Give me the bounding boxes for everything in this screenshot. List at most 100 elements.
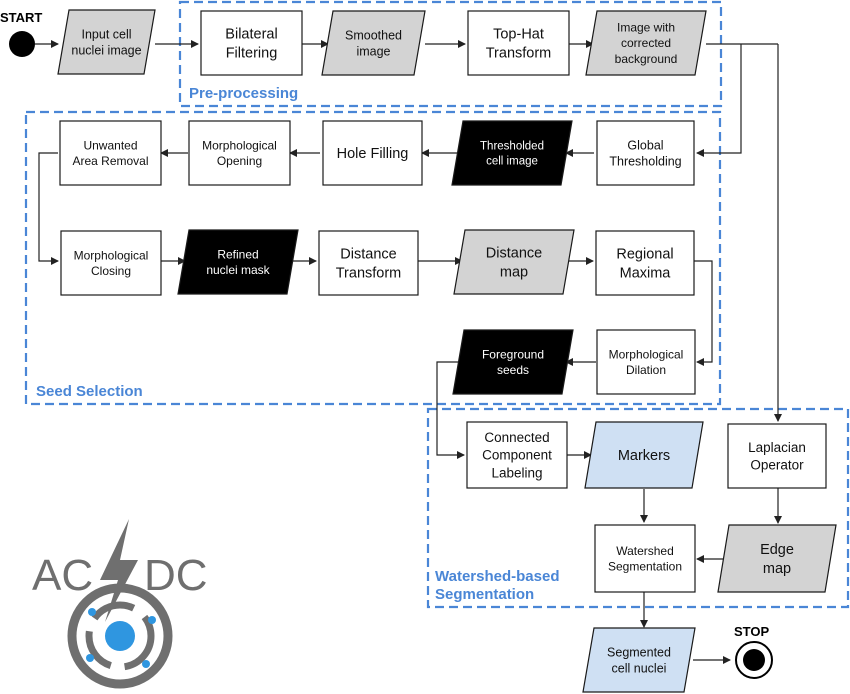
node-holefill-shape <box>322 120 423 186</box>
node-regional-shape <box>595 230 695 296</box>
node-regional-label-2: Maxima <box>620 266 672 282</box>
logo-dot-3 <box>86 654 94 662</box>
edge-to-global <box>696 44 742 157</box>
node-closing-label-2: Closing <box>91 264 131 278</box>
node-edgemap-shape <box>717 524 837 593</box>
node-watershed-label-2: Segmentation <box>608 560 682 574</box>
node-smoothed-label-1: Smoothed <box>345 28 402 42</box>
node-edgemap-label-1: Edge <box>760 542 794 558</box>
acdc-logo: AC DC <box>32 519 208 689</box>
node-opening-label-2: Opening <box>217 154 262 168</box>
start-terminal <box>9 31 35 57</box>
preprocessing-label: Pre-processing <box>189 85 298 102</box>
node-distmap-label-2: map <box>500 265 528 281</box>
node-bilateral-shape <box>200 10 303 76</box>
logo-dot-1 <box>88 608 96 616</box>
node-markers-shape <box>584 421 704 489</box>
node-thresholded-shape <box>451 120 573 186</box>
watershed-label-line1: Watershed-based <box>435 568 559 585</box>
node-watershed-label-1: Watershed <box>616 544 674 558</box>
node-dilation-shape <box>596 329 696 395</box>
edge-foreground-ccl <box>436 361 465 459</box>
node-opening-label-1: Morphological <box>202 138 277 152</box>
node-ccl-label-2: Component <box>482 448 552 463</box>
node-ccl-shape <box>466 421 568 489</box>
watershed-label-line2: Segmentation <box>435 586 534 603</box>
node-tophat-shape <box>467 10 570 76</box>
node-input-label-1: Input cell <box>81 27 131 41</box>
logo-text-left: AC <box>32 551 93 600</box>
stop-terminal <box>743 649 765 671</box>
node-closing-shape <box>60 230 162 296</box>
node-holefill: Hole Filling <box>322 120 423 186</box>
node-distance-shape <box>318 230 419 296</box>
node-foreground-label-1: Foreground <box>482 347 544 361</box>
node-distance-label-2: Transform <box>336 266 402 282</box>
node-refined: Refined nuclei mask <box>177 229 299 295</box>
watershed-group <box>426 407 850 609</box>
node-corrected-label-3: background <box>615 52 678 66</box>
node-segmented-label-2: cell nuclei <box>612 662 667 676</box>
node-segmented-shape <box>582 627 696 693</box>
node-ccl-label-1: Connected <box>484 430 549 445</box>
node-corrected-label-1: Image with <box>617 21 675 35</box>
node-global-shape <box>596 120 695 186</box>
node-refined-shape <box>177 229 299 295</box>
node-markers: Markers <box>584 421 704 489</box>
node-thresholded: Thresholded cell image <box>451 120 573 186</box>
logo-cell-ring <box>85 601 155 671</box>
node-distance-label-1: Distance <box>340 247 396 263</box>
node-tophat-label-2: Transform <box>486 46 552 62</box>
node-unwanted-label-1: Unwanted <box>83 138 137 152</box>
node-bilateral-label-2: Filtering <box>226 46 278 62</box>
node-smoothed-label-2: image <box>356 45 390 59</box>
edges <box>35 40 782 664</box>
node-edgemap-label-2: map <box>763 561 791 577</box>
node-input-shape <box>57 9 156 75</box>
node-refined-label-1: Refined <box>217 247 258 261</box>
node-global-label-2: Thresholding <box>609 155 681 169</box>
node-foreground-shape <box>452 329 574 395</box>
node-closing-label-1: Morphological <box>74 248 149 262</box>
node-distmap-shape <box>453 229 575 295</box>
node-corrected-shape <box>585 10 707 76</box>
node-refined-label-2: nuclei mask <box>206 263 270 277</box>
node-laplacian-shape <box>727 423 827 489</box>
node-corrected-label-2: corrected <box>621 36 671 50</box>
node-input-label-2: nuclei image <box>71 44 141 58</box>
edge-unwanted-closing <box>38 152 59 265</box>
node-foreground: Foreground seeds <box>452 329 574 395</box>
node-markers-label-1: Markers <box>618 448 670 464</box>
node-unwanted-shape <box>59 120 162 186</box>
logo-cell-outer-ring <box>67 583 173 689</box>
node-input: Input cell nuclei image <box>57 9 156 75</box>
node-watershed-shape <box>594 524 696 593</box>
node-ccl-label-3: Labeling <box>491 465 542 480</box>
start-label: START <box>0 10 42 25</box>
preprocessing-group <box>178 0 723 108</box>
node-thresholded-label-2: cell image <box>486 156 538 168</box>
seed-selection-label: Seed Selection <box>36 383 143 400</box>
logo-nucleus <box>105 621 135 651</box>
node-regional-label-1: Regional <box>616 247 673 263</box>
node-thresholded-label-1: Thresholded <box>480 141 544 153</box>
node-laplacian-label-1: Laplacian <box>748 440 806 455</box>
node-smoothed-shape <box>321 10 426 76</box>
logo-text-right: DC <box>144 551 208 600</box>
node-edgemap: Edge map <box>717 524 837 593</box>
node-dilation-label-2: Dilation <box>626 363 666 377</box>
node-foreground-label-2: seeds <box>497 363 529 377</box>
node-tophat-label-1: Top-Hat <box>493 27 544 43</box>
node-smoothed: Smoothed image <box>321 10 426 76</box>
